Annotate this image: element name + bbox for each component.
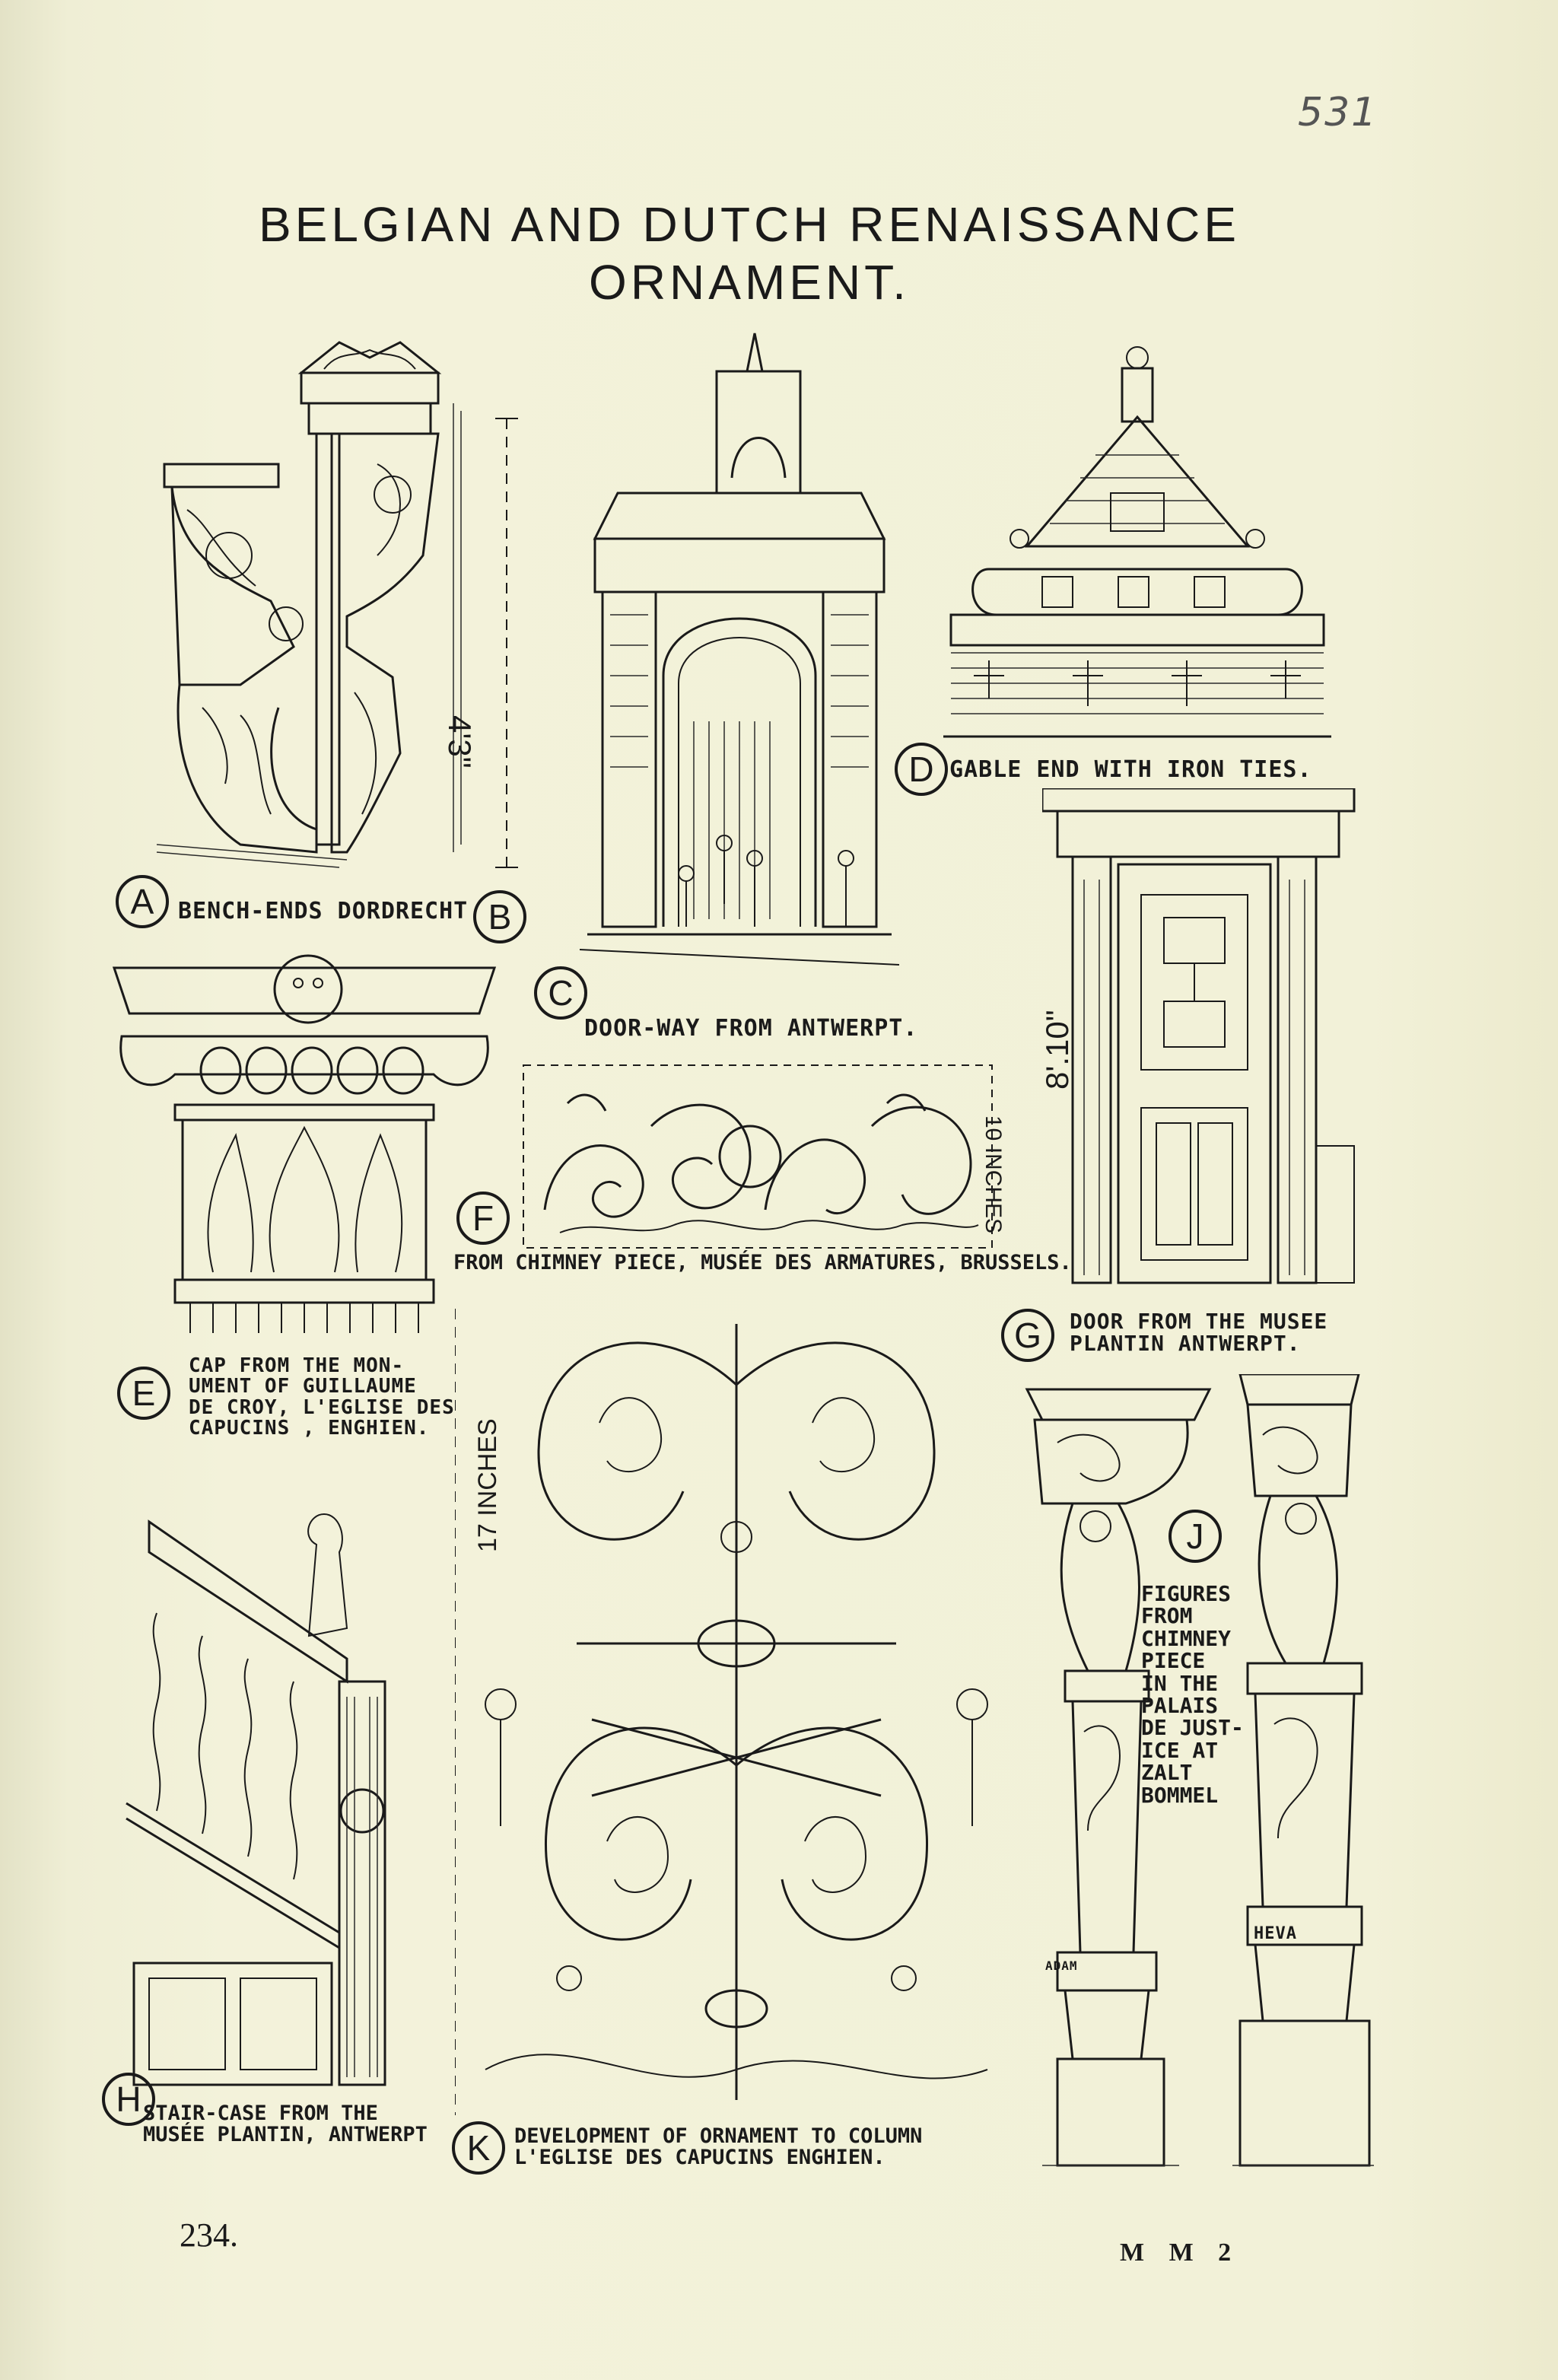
caption-bench-ends: BENCH-ENDS DORDRECHT <box>178 898 469 924</box>
caption-capital-line-2: UMENT OF GUILLAUME <box>189 1375 417 1398</box>
figure-letter-h: H <box>102 2073 155 2126</box>
figure-letter-e: E <box>117 1367 170 1420</box>
caption-door: DOOR FROM THE MUSEE PLANTIN ANTWERPT. <box>1070 1310 1327 1355</box>
caption-staircase-line-2: MUSÉE PLANTIN, ANTWERPT <box>143 2123 428 2147</box>
figure-bench-ends <box>149 327 560 890</box>
figure-door <box>1042 788 1362 1290</box>
caption-gable-end: GABLE END WITH IRON TIES. <box>949 756 1312 783</box>
caption-column-ornament-line-1: DEVELOPMENT OF ORNAMENT TO COLUMN <box>514 2124 923 2148</box>
handwritten-page-number: 531 <box>1298 90 1378 135</box>
figure-chimney-frieze <box>522 1058 994 1255</box>
page-title-line-2: ORNAMENT. <box>589 255 910 310</box>
figure-letter-c: C <box>534 966 587 1020</box>
caption-chimney-figures: FIGURES FROM CHIMNEY PIECE IN THE PALAIS… <box>1141 1583 1244 1806</box>
caption-chimney-figures-line-2: FROM <box>1141 1603 1193 1629</box>
door-dimension: 8'.10" <box>1039 1010 1075 1090</box>
caption-capital-line-4: CAPUCINS , ENGHIEN. <box>189 1416 430 1440</box>
door-drawing <box>1042 788 1356 1284</box>
figure-chimney-figures <box>1012 1374 1374 2181</box>
caption-capital-line-1: CAP FROM THE MON- <box>189 1354 405 1377</box>
caption-door-line-2: PLANTIN ANTWERPT. <box>1070 1331 1301 1357</box>
figure-staircase <box>119 1507 408 2100</box>
caption-staircase-line-1: STAIR-CASE FROM THE <box>143 2102 378 2125</box>
caption-chimney-figures-line-9: ZALT <box>1141 1760 1193 1786</box>
page-title-line-1: BELGIAN AND DUTCH RENAISSANCE <box>258 197 1241 252</box>
chimney-frieze-drawing <box>523 1064 993 1249</box>
frieze-dimension: 10 INCHES <box>981 1115 1006 1234</box>
figure-capital <box>107 953 502 1348</box>
caption-staircase: STAIR-CASE FROM THE MUSÉE PLANTIN, ANTWE… <box>143 2102 428 2147</box>
caption-capital: CAP FROM THE MON- UMENT OF GUILLAUME DE … <box>189 1354 455 1440</box>
figure-letter-d: D <box>895 743 948 796</box>
figure-label-heva: HEVA <box>1254 1924 1297 1943</box>
bench-end-dimension: 4'3" <box>442 715 478 768</box>
caption-chimney-figures-line-1: FIGURES <box>1141 1581 1232 1606</box>
figure-letter-g: G <box>1001 1309 1054 1362</box>
figure-letter-j: J <box>1168 1510 1222 1563</box>
caption-doorway: DOOR-WAY FROM ANTWERPT. <box>584 1015 918 1042</box>
doorway-drawing <box>580 332 899 966</box>
gable-end-drawing <box>943 346 1331 738</box>
signature-mark: M M 2 <box>1120 2238 1241 2267</box>
column-ornament-drawing <box>455 1309 988 2115</box>
caption-chimney-frieze: FROM CHIMNEY PIECE, MUSÉE DES ARMATURES,… <box>453 1251 1072 1274</box>
caption-chimney-figures-line-4: PIECE <box>1141 1648 1206 1674</box>
caption-chimney-figures-line-3: CHIMNEY <box>1141 1625 1232 1651</box>
caption-column-ornament-line-2: L'EGLISE DES CAPUCINS ENGHIEN. <box>514 2146 886 2170</box>
bench-ends-drawing <box>156 341 518 868</box>
figure-letter-f: F <box>456 1192 510 1245</box>
column-ornament-dimension: 17 INCHES <box>473 1418 502 1552</box>
caption-chimney-figures-line-10: BOMMEL <box>1141 1782 1219 1808</box>
caption-chimney-figures-line-6: PALAIS <box>1141 1692 1219 1718</box>
chimney-figures-drawing <box>1025 1374 1374 2167</box>
caption-capital-line-3: DE CROY, L'EGLISE DES <box>189 1395 455 1419</box>
figure-letter-b: B <box>473 890 526 943</box>
figure-column-ornament <box>455 1293 1018 2130</box>
figure-doorway <box>580 326 899 980</box>
figure-letter-a: A <box>116 875 169 928</box>
figure-gable-end <box>943 341 1331 752</box>
caption-column-ornament: DEVELOPMENT OF ORNAMENT TO COLUMN L'EGLI… <box>514 2124 923 2170</box>
capital-drawing <box>112 954 497 1333</box>
caption-chimney-figures-line-5: IN THE <box>1141 1670 1219 1696</box>
figure-letter-k: K <box>452 2121 505 2175</box>
figure-label-adam: ADAM <box>1045 1958 1078 1973</box>
page-number: 234. <box>180 2216 238 2254</box>
caption-chimney-figures-line-8: ICE AT <box>1141 1737 1219 1763</box>
staircase-drawing <box>126 1513 386 2086</box>
caption-door-line-1: DOOR FROM THE MUSEE <box>1070 1309 1328 1334</box>
caption-chimney-figures-line-7: DE JUST- <box>1141 1715 1244 1741</box>
